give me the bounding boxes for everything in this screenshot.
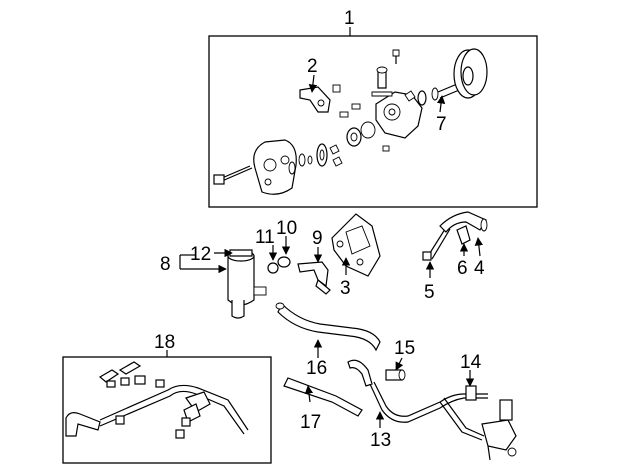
pump-assembly-box [208, 35, 538, 208]
hose-17 [283, 377, 363, 417]
callout-9: 9 [312, 228, 323, 249]
callout-6: 6 [457, 258, 468, 279]
pump-internals [213, 48, 488, 195]
kit-18-parts [65, 361, 249, 439]
bracket-9 [297, 261, 331, 295]
callout-12: 12 [190, 244, 211, 265]
callout-3: 3 [340, 278, 351, 299]
callout-14: 14 [460, 352, 482, 373]
callout-10: 10 [276, 218, 297, 239]
clamp-6 [456, 225, 471, 245]
callout-4: 4 [474, 258, 485, 279]
callout-2: 2 [307, 56, 318, 77]
hose-16 [275, 302, 381, 352]
callout-16: 16 [306, 358, 327, 379]
hose-4 [439, 211, 488, 233]
bolt-5 [422, 225, 451, 261]
callout-5: 5 [424, 282, 435, 303]
kit-18-box [62, 356, 272, 464]
callout-18: 18 [154, 332, 175, 353]
callout-15: 15 [394, 338, 415, 359]
callout-13: 13 [370, 430, 391, 451]
fitting-14 [465, 385, 477, 401]
callout-labels: 1 2 7 3 4 5 6 9 10 11 12 8 16 15 14 17 1… [154, 8, 485, 451]
bracket-3 [331, 213, 381, 277]
callout-11: 11 [255, 227, 275, 248]
callout-8: 8 [160, 254, 171, 275]
fitting-15 [385, 369, 406, 381]
callout-1: 1 [344, 8, 355, 29]
pressure-line-13 [347, 359, 517, 461]
leader-lines [179, 74, 484, 428]
reservoir-assembly [227, 249, 267, 319]
small-fittings-10-11 [267, 256, 291, 274]
callout-7: 7 [436, 114, 447, 135]
callout-17: 17 [300, 412, 321, 433]
